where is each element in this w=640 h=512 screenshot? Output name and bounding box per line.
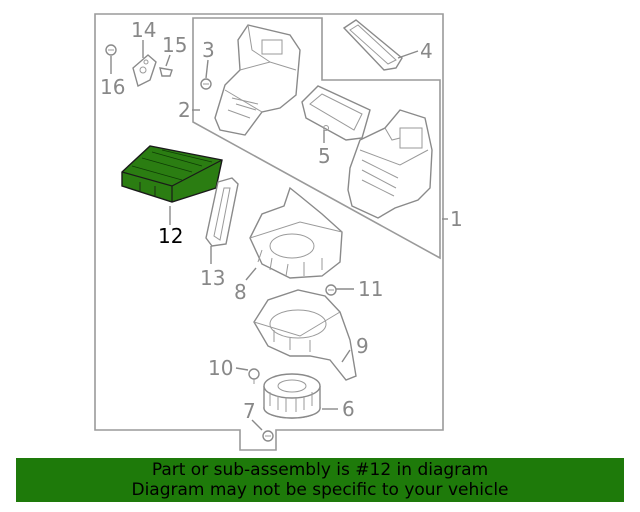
callout-8: 8 xyxy=(234,280,247,304)
door-part-5 xyxy=(301,85,371,141)
seal-part-4 xyxy=(342,19,403,71)
callout-16: 16 xyxy=(100,75,125,99)
case-part-1 xyxy=(347,109,433,219)
bracket-part-14 xyxy=(132,54,157,88)
callout-5: 5 xyxy=(318,144,331,168)
callout-1: 1 xyxy=(450,207,463,231)
blower-lower-part-9 xyxy=(253,289,357,381)
callout-14: 14 xyxy=(131,18,156,42)
callout-6: 6 xyxy=(342,397,355,421)
callout-7: 7 xyxy=(243,399,256,423)
info-banner: Part or sub-assembly is #12 in diagram D… xyxy=(16,458,624,502)
blower-upper-part-8 xyxy=(249,186,343,279)
screw-part-10 xyxy=(248,368,260,384)
housing-frame xyxy=(192,17,441,260)
parts-diagram: 14 15 16 3 2 4 5 1 12 13 8 11 9 10 6 7 xyxy=(94,13,463,451)
screw-part-11 xyxy=(325,284,337,296)
callout-11: 11 xyxy=(358,277,383,301)
banner-line-1: Part or sub-assembly is #12 in diagram xyxy=(151,460,489,480)
screw-part-16 xyxy=(105,44,117,56)
callout-4: 4 xyxy=(420,39,433,63)
callout-3: 3 xyxy=(202,38,215,62)
banner-line-2: Diagram may not be specific to your vehi… xyxy=(131,480,509,500)
clip-part-15 xyxy=(159,67,173,77)
callout-9: 9 xyxy=(356,334,369,358)
seal-part-13 xyxy=(205,177,239,247)
case-part-2 xyxy=(214,24,301,136)
callout-13: 13 xyxy=(200,266,225,290)
screw-part-7 xyxy=(262,430,274,442)
cabin-filter-part-12 xyxy=(121,145,223,203)
leader-lines xyxy=(110,40,448,431)
callout-12: 12 xyxy=(158,224,183,248)
screw-part-3 xyxy=(200,78,212,90)
blower-motor-part-6 xyxy=(263,373,321,419)
callout-10: 10 xyxy=(208,356,233,380)
callout-15: 15 xyxy=(162,33,187,57)
assembly-frame xyxy=(94,13,444,451)
callout-2: 2 xyxy=(178,98,191,122)
